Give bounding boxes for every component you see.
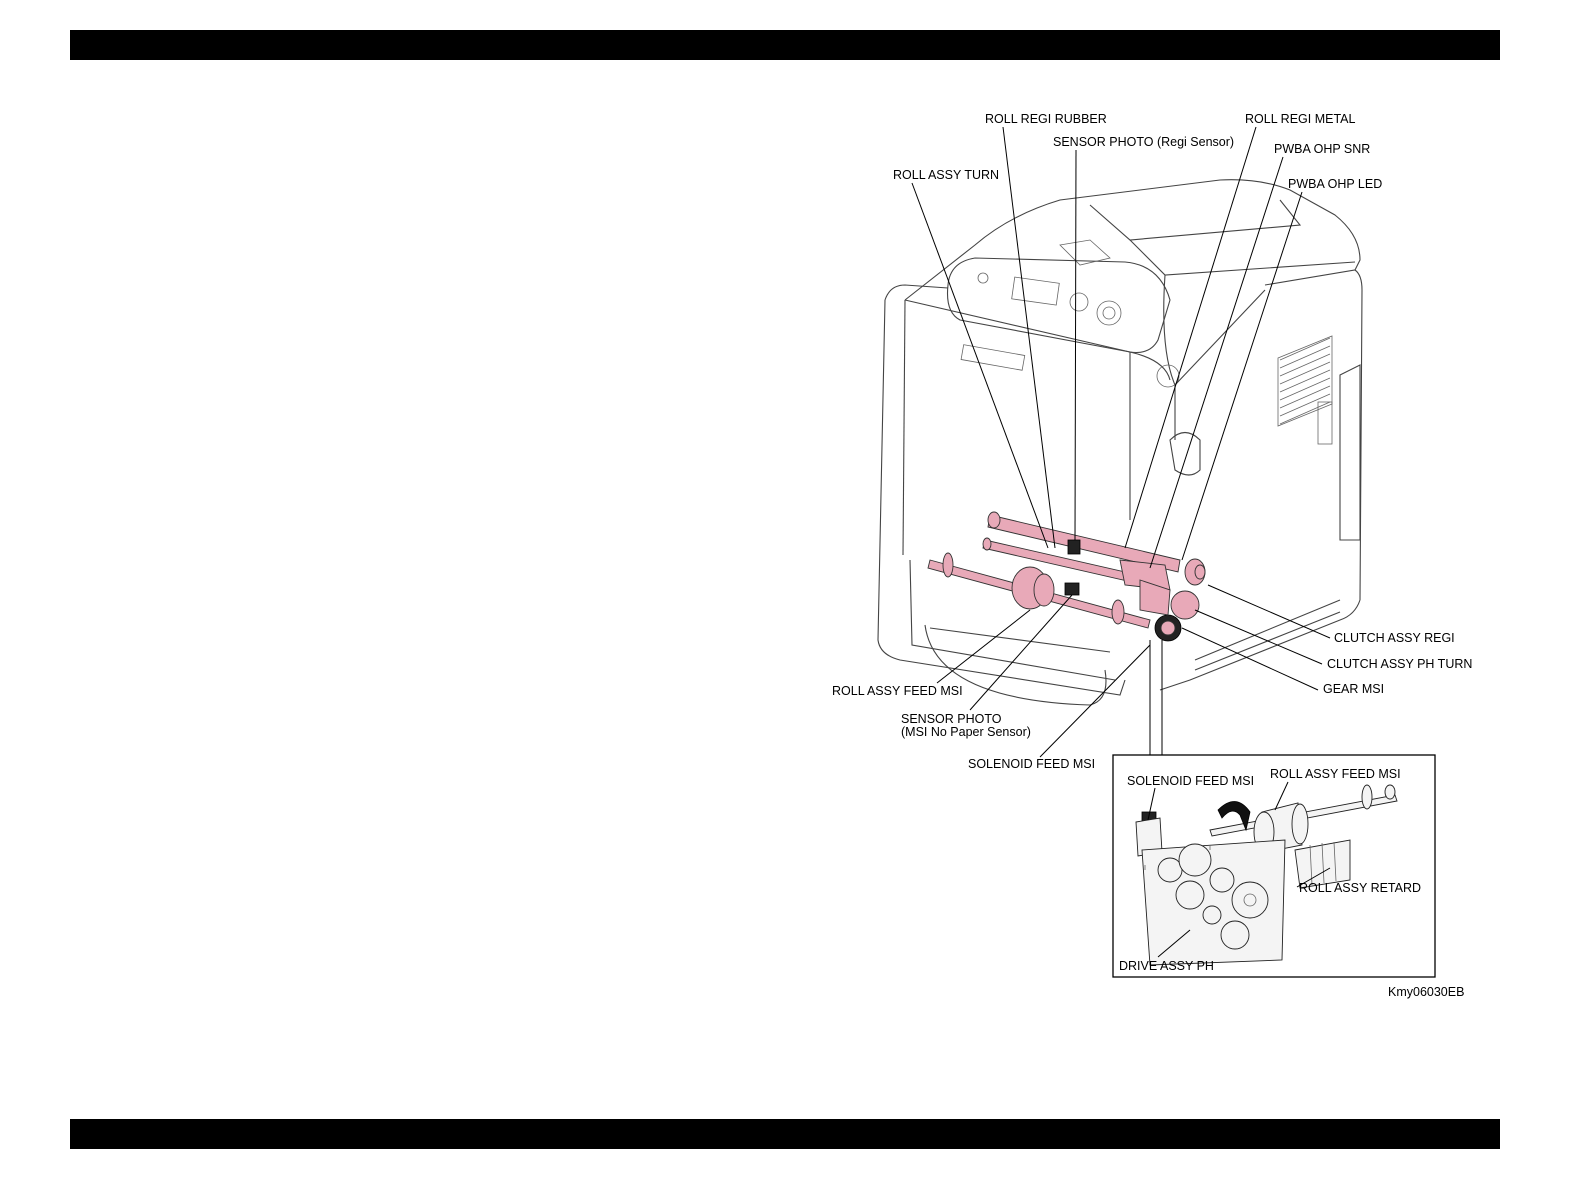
label-pwba-ohp-snr: PWBA OHP SNR [1274,142,1370,156]
highlighted-parts [928,512,1205,641]
label-clutch-assy-regi: CLUTCH ASSY REGI [1334,631,1455,645]
side-vent [1278,336,1332,426]
leader-lines [912,127,1330,757]
label-sensor-photo-regi: SENSOR PHOTO (Regi Sensor) [1053,135,1234,149]
label-sensor-photo-msi-sub: (MSI No Paper Sensor) [901,725,1031,739]
inset-label-drive-assy-ph: DRIVE ASSY PH [1119,959,1214,973]
part-labels: ROLL REGI RUBBER ROLL REGI METAL SENSOR … [832,112,1472,771]
inset-label-roll-assy-feed-msi: ROLL ASSY FEED MSI [1270,767,1401,781]
label-sensor-photo-msi: SENSOR PHOTO [901,712,1002,726]
label-pwba-ohp-led: PWBA OHP LED [1288,177,1382,191]
label-clutch-assy-ph-turn: CLUTCH ASSY PH TURN [1327,657,1472,671]
label-solenoid-feed-msi: SOLENOID FEED MSI [968,757,1095,771]
inset-label-solenoid-feed-msi: SOLENOID FEED MSI [1127,774,1254,788]
inset-detail: SOLENOID FEED MSI ROLL ASSY FEED MSI ROL… [1113,755,1435,977]
label-roll-assy-feed-msi: ROLL ASSY FEED MSI [832,684,963,698]
label-roll-regi-rubber: ROLL REGI RUBBER [985,112,1107,126]
printer-illustration [878,180,1362,705]
label-gear-msi: GEAR MSI [1323,682,1384,696]
figure-id: Kmy06030EB [1388,985,1464,999]
inset-label-roll-assy-retard: ROLL ASSY RETARD [1299,881,1421,895]
label-roll-regi-metal: ROLL REGI METAL [1245,112,1355,126]
label-roll-assy-turn: ROLL ASSY TURN [893,168,999,182]
